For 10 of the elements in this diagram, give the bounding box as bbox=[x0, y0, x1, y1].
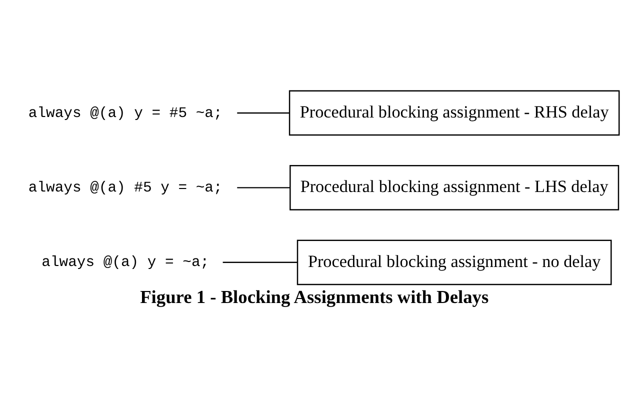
connector bbox=[237, 187, 290, 188]
node-box: Procedural blocking assignment - LHS delay bbox=[290, 165, 620, 210]
node-box: Procedural blocking assignment - no delay bbox=[296, 240, 612, 286]
node-box: Procedural blocking assignment - RHS delay bbox=[288, 90, 620, 136]
connector bbox=[237, 112, 290, 114]
node-text: always @(a) y = ~a; bbox=[42, 255, 210, 272]
node-text: always @(a) #5 y = ~a; bbox=[28, 180, 222, 196]
connector bbox=[222, 262, 297, 264]
node-text: always @(a) y = #5 ~a; bbox=[28, 106, 222, 122]
caption: Figure 1 - Blocking Assignments with Delays bbox=[140, 286, 489, 307]
